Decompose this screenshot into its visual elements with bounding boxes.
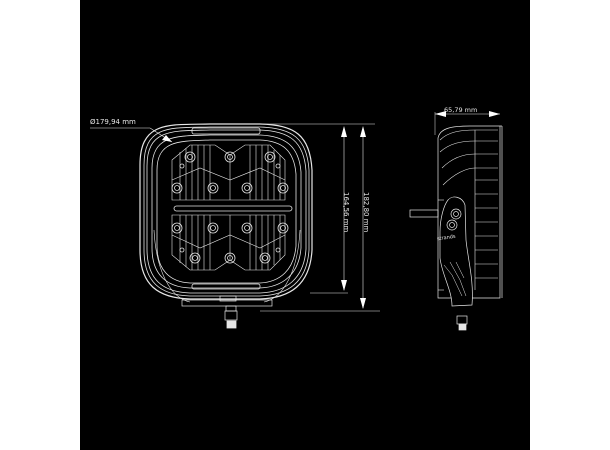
vertical-dimensions (250, 123, 380, 312)
drawing-canvas: Ø179,94 mm 164,56 mm 182,80 mm 65,79 mm … (80, 0, 530, 450)
lens-height-label: 164,56 mm (342, 192, 350, 233)
diameter-label: Ø179,94 mm (90, 118, 136, 126)
side-view (409, 111, 503, 331)
front-view (139, 123, 313, 329)
lower-led-array (171, 214, 286, 271)
led-emitters (171, 151, 289, 264)
technical-drawing (90, 111, 503, 331)
total-height-label: 182,80 mm (362, 192, 370, 233)
diameter-leader (90, 127, 173, 143)
depth-label: 65,79 mm (444, 106, 478, 114)
upper-led-array (171, 144, 286, 201)
